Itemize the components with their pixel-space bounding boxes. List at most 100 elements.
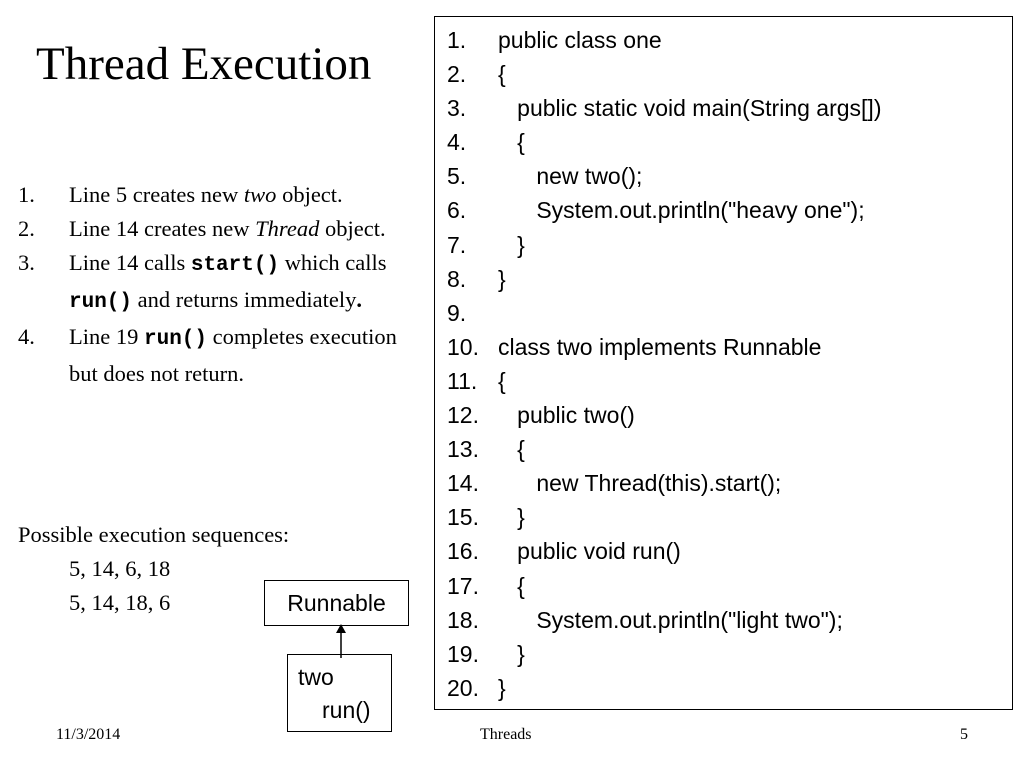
code-line: 19. } xyxy=(447,637,881,671)
line-number: 16. xyxy=(447,538,479,565)
code-text: } xyxy=(498,674,506,701)
text-span: object. xyxy=(319,216,386,241)
code-text: System.out.println("heavy one"); xyxy=(498,197,865,224)
footer-title: Threads xyxy=(480,726,532,743)
text-span: and returns immediately xyxy=(132,287,357,312)
code-text: } xyxy=(498,640,525,667)
explanation-item: 3. Line 14 calls start() which calls run(… xyxy=(18,246,418,320)
code-text: } xyxy=(498,265,506,292)
explanation-list: 1. Line 5 creates new two object. 2. Line 1… xyxy=(18,178,418,391)
text-span: which calls xyxy=(279,250,387,275)
code-line: 15. } xyxy=(447,500,881,534)
line-number: 19. xyxy=(447,640,479,667)
code-line: 17. { xyxy=(447,569,881,603)
code-text: { xyxy=(498,129,525,156)
line-number: 18. xyxy=(447,606,479,633)
text-span: object. xyxy=(276,182,343,207)
line-number: 5. xyxy=(447,163,467,190)
code-listing-box: 1. public class one 2. {3. public static vo… xyxy=(434,16,1013,710)
code-text: public void run() xyxy=(498,538,681,565)
line-number: 9. xyxy=(447,299,467,326)
item-number: 2. xyxy=(18,216,35,241)
footer-date: 11/3/2014 xyxy=(56,726,121,743)
item-text: Line 14 creates new Thread object. xyxy=(69,212,418,246)
code-text: public static void main(String args[]) xyxy=(498,95,882,122)
text-span: two xyxy=(243,182,277,207)
text-span: start() xyxy=(190,254,280,277)
explanation-item: 2. Line 14 creates new Thread object. xyxy=(18,212,418,246)
code-text: System.out.println("light two"); xyxy=(498,606,843,633)
sequences-label: Possible execution sequences: xyxy=(18,522,290,547)
class-method: run() xyxy=(322,697,371,723)
code-text: public two() xyxy=(498,402,635,429)
code-line: 5. new two(); xyxy=(447,159,881,193)
code-line: 2. { xyxy=(447,57,881,91)
text-span: Line 14 calls xyxy=(69,250,191,275)
sequence-item: 5, 14, 18, 6 xyxy=(69,590,171,615)
explanation-item: 1. Line 5 creates new two object. xyxy=(18,178,418,212)
item-number: 3. xyxy=(18,250,35,275)
code-line: 1. public class one xyxy=(447,23,881,57)
code-line: 3. public static void main(String args[]… xyxy=(447,91,881,125)
code-text: new two(); xyxy=(498,163,643,190)
item-text: Line 5 creates new two object. xyxy=(69,178,418,212)
line-number: 7. xyxy=(447,231,467,258)
code-line: 9. xyxy=(447,296,881,330)
sequence-item: 5, 14, 6, 18 xyxy=(69,556,171,581)
line-number: 6. xyxy=(447,197,467,224)
slide-title: Thread Execution xyxy=(36,38,372,90)
class-name: two xyxy=(298,664,334,690)
code-line: 11.{ xyxy=(447,364,881,398)
code-line: 6. System.out.println("heavy one"); xyxy=(447,193,881,227)
code-text: new Thread(this).start(); xyxy=(498,470,782,497)
code-line: 4. { xyxy=(447,125,881,159)
execution-sequences: Possible execution sequences: 5, 14, 6, … xyxy=(18,518,289,620)
code-listing: 1. public class one 2. {3. public static vo… xyxy=(447,23,881,705)
item-number: 4. xyxy=(18,324,35,349)
runnable-interface-box: Runnable xyxy=(264,580,409,626)
interface-label: Runnable xyxy=(287,590,386,616)
text-span: Line 14 creates new xyxy=(69,216,256,241)
line-number: 14. xyxy=(447,470,479,497)
code-text: { xyxy=(498,572,525,599)
line-number: 20. xyxy=(447,674,479,701)
code-text: public class one xyxy=(498,27,662,53)
code-line: 16. public void run() xyxy=(447,534,881,568)
code-line: 7. } xyxy=(447,228,881,262)
footer-page-number: 5 xyxy=(960,726,968,743)
item-text: Line 19 run() completes execution but do… xyxy=(69,320,418,391)
line-number: 1. xyxy=(447,27,467,53)
explanation-item: 4. Line 19 run() completes execution but … xyxy=(18,320,418,391)
item-text: Line 14 calls start() which calls run() … xyxy=(69,246,418,320)
line-number: 10. xyxy=(447,333,479,360)
text-span: . xyxy=(356,287,362,312)
text-span: run() xyxy=(69,291,133,314)
code-line: 12. public two() xyxy=(447,398,881,432)
line-number: 2. xyxy=(447,61,467,88)
implements-arrow xyxy=(336,624,346,658)
code-line: 13. { xyxy=(447,432,881,466)
line-number: 17. xyxy=(447,572,479,599)
line-number: 12. xyxy=(447,402,479,429)
code-line: 14. new Thread(this).start(); xyxy=(447,466,881,500)
code-text: { xyxy=(498,61,506,88)
text-span: run() xyxy=(143,328,207,351)
code-text: } xyxy=(498,504,525,531)
code-line: 8.} xyxy=(447,262,881,296)
code-line: 10.class two implements Runnable xyxy=(447,330,881,364)
code-text: } xyxy=(498,231,525,258)
two-class-box: two run() xyxy=(287,654,392,732)
text-span: completes execution but does not return. xyxy=(69,324,397,386)
line-number: 13. xyxy=(447,436,479,463)
text-span: Line 5 creates new xyxy=(69,182,244,207)
line-number: 4. xyxy=(447,129,467,156)
code-line: 20.} xyxy=(447,671,881,705)
line-number: 15. xyxy=(447,504,479,531)
text-span: Line 19 xyxy=(69,324,144,349)
code-line: 18. System.out.println("light two"); xyxy=(447,603,881,637)
code-text: { xyxy=(498,436,525,463)
item-number: 1. xyxy=(18,182,35,207)
code-text: { xyxy=(498,367,506,394)
text-span: Thread xyxy=(255,216,320,241)
line-number: 8. xyxy=(447,265,467,292)
